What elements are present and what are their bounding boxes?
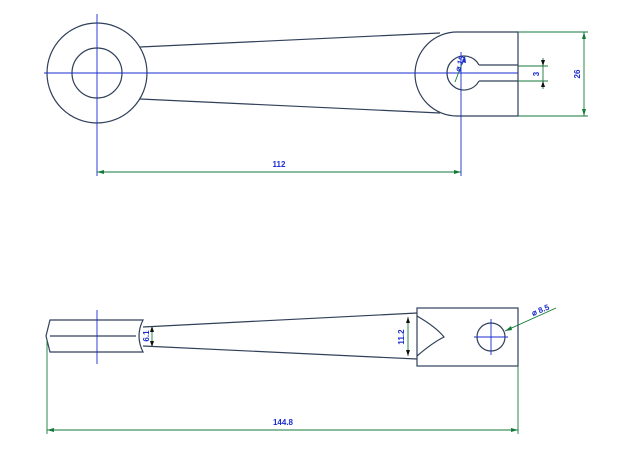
dim-26-arrow-bottom xyxy=(582,109,586,116)
dim-144-8-arrow-left xyxy=(47,428,54,432)
dim-8-5-arrow xyxy=(505,326,512,331)
dim-3-arrow-bottom xyxy=(541,81,545,87)
front-notch xyxy=(416,315,445,357)
dim-hole15-arrow xyxy=(462,56,466,63)
dim-11-2-label: 11.2 xyxy=(397,329,406,345)
dim-11-2-arrow-bottom xyxy=(406,350,410,356)
top-view: 112 ⌀ 15 3 26 xyxy=(44,14,588,176)
front-left-block xyxy=(45,319,144,353)
dim-6-1-label: 6.1 xyxy=(142,330,151,342)
top-arm-lower-edge xyxy=(139,98,441,114)
front-view: 6.1 11.2 ⌀ 8.5 144.8 xyxy=(45,303,557,434)
front-arm-lower-edge xyxy=(142,345,418,360)
dim-3-arrow-top xyxy=(541,60,545,66)
dim-144-8-label: 144.8 xyxy=(273,418,294,427)
dim-8-5-label: ⌀ 8.5 xyxy=(530,303,551,318)
dim-112-arrow-left xyxy=(97,170,104,174)
top-arm-upper-edge xyxy=(139,32,441,48)
dim-6-1-arrow-top xyxy=(150,326,154,332)
dim-112-arrow-right xyxy=(454,170,461,174)
dim-hole15-label: ⌀ 15 xyxy=(453,54,467,72)
dim-26-arrow-top xyxy=(582,32,586,39)
dim-144-8-arrow-right xyxy=(511,428,518,432)
dim-3-label: 3 xyxy=(532,71,541,76)
dim-26-label: 26 xyxy=(573,69,582,78)
dim-11-2-arrow-top xyxy=(406,317,410,323)
front-arm-upper-edge xyxy=(142,312,418,328)
dim-112-label: 112 xyxy=(273,160,286,169)
top-clamp-outline xyxy=(414,31,519,117)
dim-6-1-arrow-bottom xyxy=(150,341,154,347)
front-right-block xyxy=(416,307,519,367)
dim-8-5-leader xyxy=(504,307,557,332)
